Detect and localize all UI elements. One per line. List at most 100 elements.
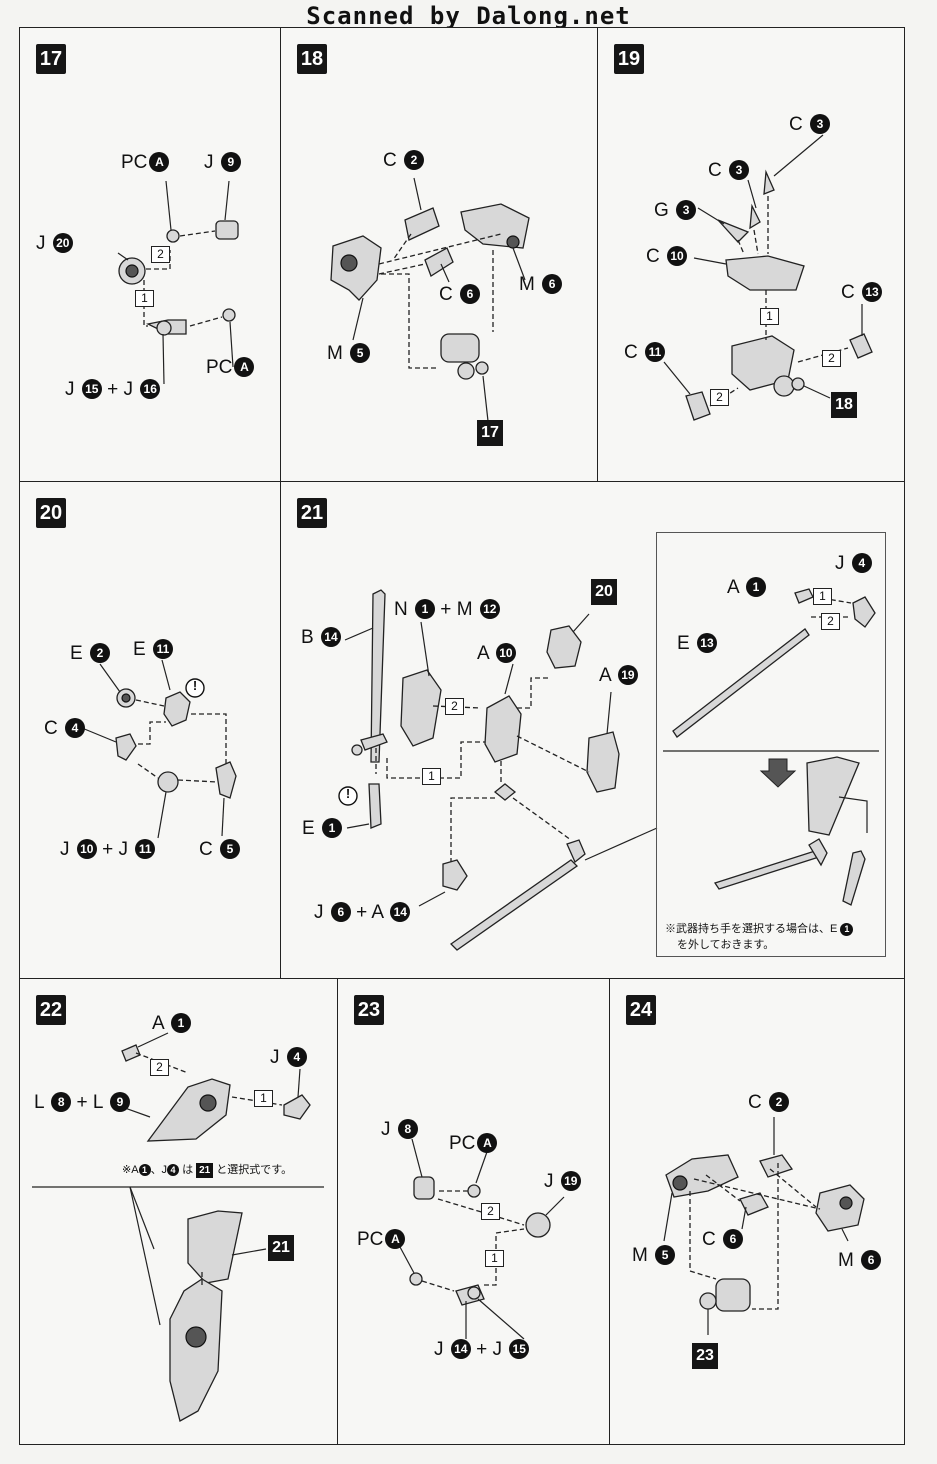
order-2: 2 — [481, 1203, 500, 1220]
label-a19: A 19 — [599, 665, 638, 687]
part-c2 — [759, 1154, 794, 1178]
label-c11: C 11 — [624, 342, 666, 364]
part-g3 — [717, 219, 750, 243]
step-number: 24 — [626, 995, 656, 1025]
label-j19: J 19 — [544, 1171, 581, 1193]
label-j4: J 4 — [270, 1047, 307, 1069]
label-e1: E 1 — [302, 818, 342, 840]
label-c6: C 6 — [702, 1229, 744, 1251]
step-number: 23 — [354, 995, 384, 1025]
label-j8: J 8 — [381, 1119, 418, 1141]
part-j10-j11 — [157, 771, 179, 793]
part-a1 — [794, 588, 814, 604]
part-j9 — [215, 220, 239, 240]
label-e2: E 2 — [70, 643, 110, 665]
label-e11: E 11 — [133, 639, 173, 661]
part-staff — [449, 859, 579, 951]
step-24-panel: 24 C 2 C 6 M 5 M 6 23 — [609, 978, 905, 1445]
ref-step-23: 23 — [692, 1343, 718, 1369]
part-c5 — [215, 761, 237, 799]
order-2: 2 — [445, 698, 464, 715]
part-pc-a — [467, 1184, 481, 1198]
order-1: 1 — [813, 588, 832, 605]
order-2: 2 — [821, 613, 840, 630]
part-c6 — [424, 247, 454, 277]
part-assembled-shield — [169, 1278, 223, 1422]
part-c3-a — [763, 169, 775, 195]
part-20 — [546, 625, 582, 669]
label-j14-j15: J 14 + J 15 — [434, 1339, 530, 1361]
step-19-diagram — [663, 134, 873, 421]
order-1: 1 — [485, 1250, 504, 1267]
label-c5: C 5 — [199, 839, 241, 861]
step-number: 19 — [614, 44, 644, 74]
label-c3-b: C 3 — [708, 160, 750, 182]
order-2: 2 — [151, 246, 170, 263]
part-c13 — [849, 333, 873, 359]
step-18-panel: 18 C 2 C 6 M 6 M 5 17 — [280, 27, 598, 482]
part-j19 — [525, 1212, 551, 1238]
label-b14: B 14 — [301, 627, 341, 649]
part-pc-a-2 — [409, 1272, 423, 1286]
part-c2 — [404, 207, 440, 241]
part-e13-staff — [672, 628, 810, 738]
step-number: 22 — [36, 995, 66, 1025]
order-1: 1 — [760, 308, 779, 325]
label-g3: G 3 — [654, 200, 697, 222]
step-22-diagram — [32, 1032, 324, 1422]
step-21-panel: 21 ! B 14 N 1 + M 12 20 A 10 A 19 2 1 E … — [280, 481, 905, 979]
part-assembled-arm — [806, 756, 860, 836]
step-20-diagram — [81, 659, 237, 839]
order-2: 2 — [150, 1059, 169, 1076]
part-j6-a14 — [442, 859, 468, 891]
part-c6 — [739, 1192, 769, 1216]
step-20-panel: 20 ! E 2 E 11 C 4 J 10 + J 11 C 5 — [19, 481, 281, 979]
step-24-diagram — [663, 1117, 865, 1335]
label-e13: E 13 — [677, 633, 717, 655]
caution-mark: ! — [345, 786, 351, 801]
label-j15-j16: J 15 + J 16 — [65, 379, 161, 401]
label-j6-a14: J 6 + A 14 — [314, 902, 411, 924]
order-1: 1 — [422, 768, 441, 785]
label-a1: A 1 — [152, 1013, 191, 1035]
label-c6: C 6 — [439, 284, 481, 306]
part-diamond-joint — [493, 783, 517, 801]
part-17-hip — [440, 333, 480, 363]
step-number: 18 — [297, 44, 327, 74]
step-17-diagram — [117, 180, 239, 385]
label-a10: A 10 — [477, 643, 516, 665]
label-m6: M 6 — [519, 274, 563, 296]
part-c11 — [685, 391, 711, 421]
ref-step-17: 17 — [477, 420, 503, 446]
part-l8-l9 — [146, 1078, 231, 1142]
label-m5: M 5 — [327, 343, 371, 365]
order-2-b: 2 — [710, 389, 729, 406]
label-m5: M 5 — [632, 1245, 676, 1267]
label-j4: J 4 — [835, 553, 872, 575]
caution-icon — [185, 678, 205, 698]
label-c13: C 13 — [841, 282, 883, 304]
scan-credit-header: Scanned by Dalong.net — [306, 2, 631, 30]
order-1: 1 — [254, 1090, 273, 1107]
part-c10 — [725, 255, 805, 291]
ref-step-21: 21 — [268, 1235, 294, 1261]
label-c2: C 2 — [748, 1092, 790, 1114]
step-23-diagram — [399, 1138, 565, 1340]
label-c10: C 10 — [646, 246, 688, 268]
part-b14-blade — [370, 589, 386, 763]
label-n1-m12: N 1 + M 12 — [394, 599, 500, 621]
label-c2: C 2 — [383, 150, 425, 172]
step-19-panel: 19 C 3 C 3 G 3 C 10 1 C 13 2 C 11 2 18 — [597, 27, 905, 482]
part-e1 — [368, 783, 382, 829]
step-number: 17 — [36, 44, 66, 74]
label-c3-a: C 3 — [789, 114, 831, 136]
label-j9: J 9 — [204, 152, 241, 174]
step-21-diagram — [338, 589, 658, 951]
